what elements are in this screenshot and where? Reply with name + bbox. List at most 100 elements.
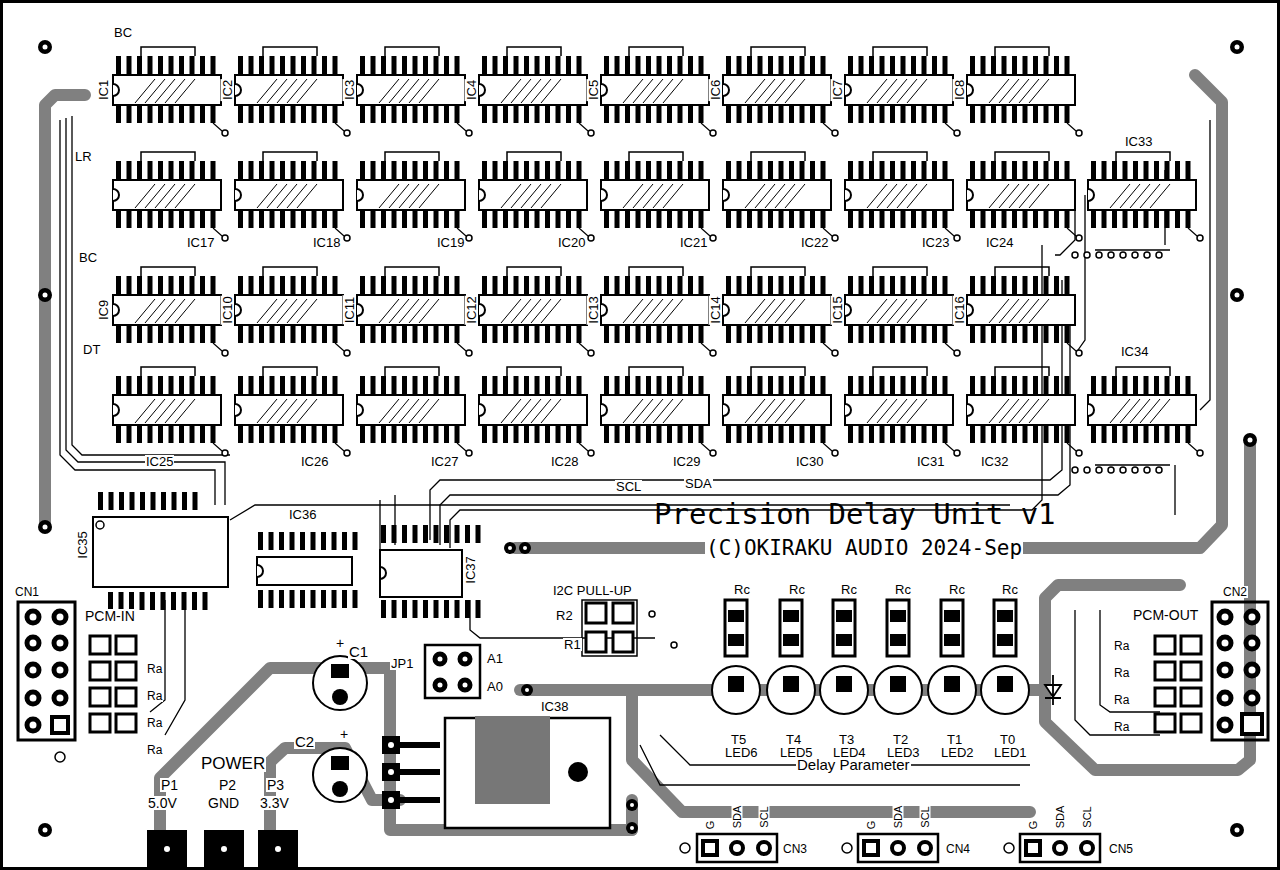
silkscreen-label: G — [705, 820, 716, 831]
silkscreen-label: POWER — [200, 755, 266, 772]
silkscreen-label: BC — [78, 251, 98, 264]
silkscreen-label: IC25 — [145, 455, 174, 468]
silkscreen-label: SCL — [615, 480, 642, 493]
silkscreen-label: R1 — [563, 638, 582, 651]
silkscreen-label: IC18 — [312, 236, 341, 249]
silkscreen-label: IC16 — [953, 295, 966, 324]
silkscreen-label: T5 — [730, 733, 747, 746]
silkscreen-label: Ra — [1113, 640, 1130, 652]
silkscreen-label: + — [335, 636, 345, 650]
silkscreen-label: T4 — [785, 733, 802, 746]
silkscreen-label: IC26 — [300, 455, 329, 468]
silkscreen-label: C2 — [294, 734, 315, 749]
silkscreen-label: SDA — [1055, 805, 1066, 830]
silkscreen-label: JP1 — [390, 657, 414, 670]
silkscreen-label: LED2 — [940, 746, 975, 759]
silkscreen-label: IC19 — [436, 236, 465, 249]
silkscreen-label: IC11 — [343, 296, 356, 325]
silkscreen-label: Delay Parameter — [796, 757, 911, 772]
silkscreen-label: DT — [82, 343, 101, 356]
silkscreen-label: IC9 — [97, 299, 110, 321]
silkscreen-label: IC30 — [795, 455, 824, 468]
silkscreen-label: P1 — [160, 778, 179, 792]
silkscreen-label: 5.0V — [147, 796, 178, 810]
silkscreen-label: C1 — [348, 644, 369, 659]
silkscreen-label: 3.3V — [259, 796, 290, 810]
silkscreen-label: Ra — [146, 744, 163, 756]
board-title: Precision Delay Unit v1 — [653, 500, 1057, 529]
silkscreen-label: PCM-IN — [84, 609, 136, 623]
silkscreen-label: Rc — [948, 583, 966, 596]
silkscreen-label: SDA — [732, 805, 743, 830]
silkscreen-label: G — [1028, 820, 1039, 831]
silkscreen-label: LR — [74, 150, 93, 163]
silkscreen-label: Rc — [894, 583, 912, 596]
silkscreen-label: CN4 — [945, 843, 971, 855]
silkscreen-label: IC14 — [709, 295, 722, 324]
silkscreen-label: IC8 — [953, 79, 966, 101]
silkscreen-label: IC36 — [288, 508, 317, 521]
silkscreen-label: SDA — [893, 805, 904, 830]
silkscreen-label: IC12 — [465, 295, 478, 324]
silkscreen-label: IC6 — [709, 79, 722, 101]
silkscreen-label: GND — [207, 796, 240, 810]
silkscreen-label: A0 — [486, 680, 504, 693]
silkscreen-label: IC13 — [587, 295, 600, 324]
silkscreen-label: (C)OKIRAKU AUDIO 2024-Sep — [705, 538, 1023, 559]
silkscreen-label: SCL — [920, 805, 931, 828]
silkscreen-label: I2C PULL-UP — [552, 584, 633, 597]
silkscreen-label: IC37 — [464, 555, 477, 584]
silkscreen-label: IC38 — [540, 700, 569, 713]
silkscreen-label: T1 — [946, 733, 963, 746]
silkscreen-label: IC29 — [672, 455, 701, 468]
silkscreen-label: IC1 — [97, 79, 110, 101]
silkscreen-label: SCL — [759, 805, 770, 828]
silkscreen-label: Rc — [733, 583, 751, 596]
silkscreen-label: IC7 — [831, 79, 844, 101]
silkscreen-label: IC27 — [430, 455, 459, 468]
silkscreen-label: A1 — [486, 652, 504, 665]
silkscreen-label: Ra — [1113, 694, 1130, 706]
silkscreen-label: IC5 — [587, 79, 600, 101]
silkscreen-label: Ra — [146, 663, 163, 675]
silkscreen-label: IC17 — [186, 236, 215, 249]
silkscreen-label: Rc — [1001, 583, 1019, 596]
silkscreen-label: CN3 — [782, 843, 808, 855]
silkscreen-label: Ra — [146, 717, 163, 729]
silkscreen-label: Rc — [788, 583, 806, 596]
silkscreen-label: LED6 — [724, 746, 759, 759]
silkscreen-label: T0 — [999, 733, 1016, 746]
silkscreen-label: IC20 — [557, 236, 586, 249]
silkscreen-label: IC21 — [679, 236, 708, 249]
silkscreen-label: IC22 — [800, 236, 829, 249]
silkscreen-label: IC24 — [985, 236, 1014, 249]
silkscreen-label: G — [866, 820, 877, 831]
silkscreen-label: R2 — [555, 609, 574, 622]
silkscreen-label: IC28 — [550, 455, 579, 468]
silkscreen-label: P2 — [218, 778, 237, 792]
silkscreen-label: IC4 — [465, 79, 478, 101]
silkscreen-label: T2 — [892, 733, 909, 746]
silkscreen-label: SDA — [684, 477, 713, 490]
silkscreen-label: + — [339, 727, 349, 741]
silkscreen-label: CN2 — [1222, 586, 1248, 598]
silkscreen-label: IC31 — [916, 455, 945, 468]
silkscreen-label: Ra — [1113, 721, 1130, 733]
silkscreen-label: IC15 — [831, 295, 844, 324]
silkscreen-label: IC35 — [76, 530, 89, 559]
silkscreen-label: CN5 — [1108, 843, 1134, 855]
silkscreen-label: IC33 — [1124, 135, 1153, 148]
silkscreen-label: LED1 — [993, 746, 1028, 759]
silkscreen-label: SCL — [1082, 805, 1093, 828]
silkscreen-label: Ra — [146, 690, 163, 702]
silkscreen-label: IC10 — [221, 295, 234, 324]
silkscreen-label: T3 — [838, 733, 855, 746]
silkscreen-label: Ra — [1113, 667, 1130, 679]
silkscreen-label: CN1 — [14, 586, 40, 598]
silkscreen-label: IC23 — [921, 236, 950, 249]
silkscreen-label: PCM-OUT — [1132, 608, 1199, 622]
silkscreen-label: Rc — [840, 583, 858, 596]
silkscreen-label: IC3 — [343, 79, 356, 101]
silkscreen-label: P3 — [266, 778, 285, 792]
